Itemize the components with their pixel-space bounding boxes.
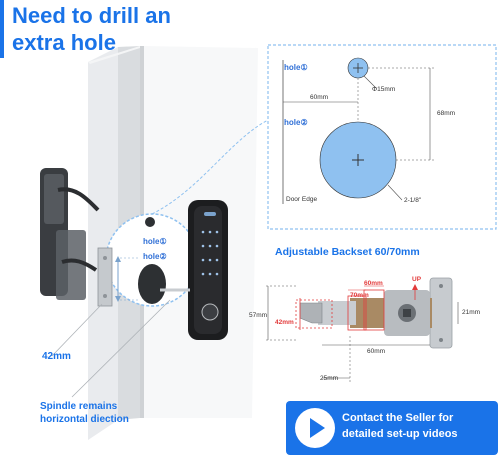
door-hole2-label: hole② <box>143 252 167 261</box>
door-42mm-label: 42mm <box>42 351 71 362</box>
door-illustration <box>40 46 228 440</box>
title-line-1: Need to drill an <box>12 3 171 28</box>
play-video-icon[interactable] <box>290 403 340 453</box>
spindle-note-line2: horizontal diection <box>40 414 129 425</box>
title-accent-bar <box>0 0 4 58</box>
dim-60mm-template: 60mm <box>310 94 329 101</box>
backset-title: Adjustable Backset 60/70mm <box>275 246 420 258</box>
dim-42mm-red: 42mm <box>275 319 294 326</box>
contact-seller-text[interactable]: Contact the Seller for detailed set-up v… <box>342 410 498 442</box>
spindle-note: Spindle remains horizontal diection <box>40 400 129 426</box>
dim-57mm: 57mm <box>249 312 268 319</box>
door-edge-label: Door Edge <box>286 196 318 203</box>
dim-68mm: 68mm <box>437 110 456 117</box>
template-hole2-label: hole② <box>284 118 308 127</box>
cta-line1: Contact the Seller for <box>342 412 454 424</box>
page-title: Need to drill an extra hole <box>12 2 171 56</box>
dim-15mm: Φ15mm <box>372 86 396 93</box>
door-hole1-label: hole① <box>143 237 167 246</box>
dim-2-1-8: 2-1/8" <box>404 197 422 204</box>
dim-70mm-red: 70mm <box>350 292 369 299</box>
dim-60mm-backset: 60mm <box>367 348 386 355</box>
spindle-note-line1: Spindle remains <box>40 401 118 412</box>
cta-line2: detailed set-up videos <box>342 428 458 440</box>
dim-60mm-red: 60mm <box>364 280 383 287</box>
up-label: UP <box>412 276 422 283</box>
dim-25mm: 25mm <box>320 375 339 382</box>
dim-21mm: 21mm <box>462 309 481 316</box>
title-line-2: extra hole <box>12 30 116 55</box>
template-hole1-label: hole① <box>284 63 308 72</box>
